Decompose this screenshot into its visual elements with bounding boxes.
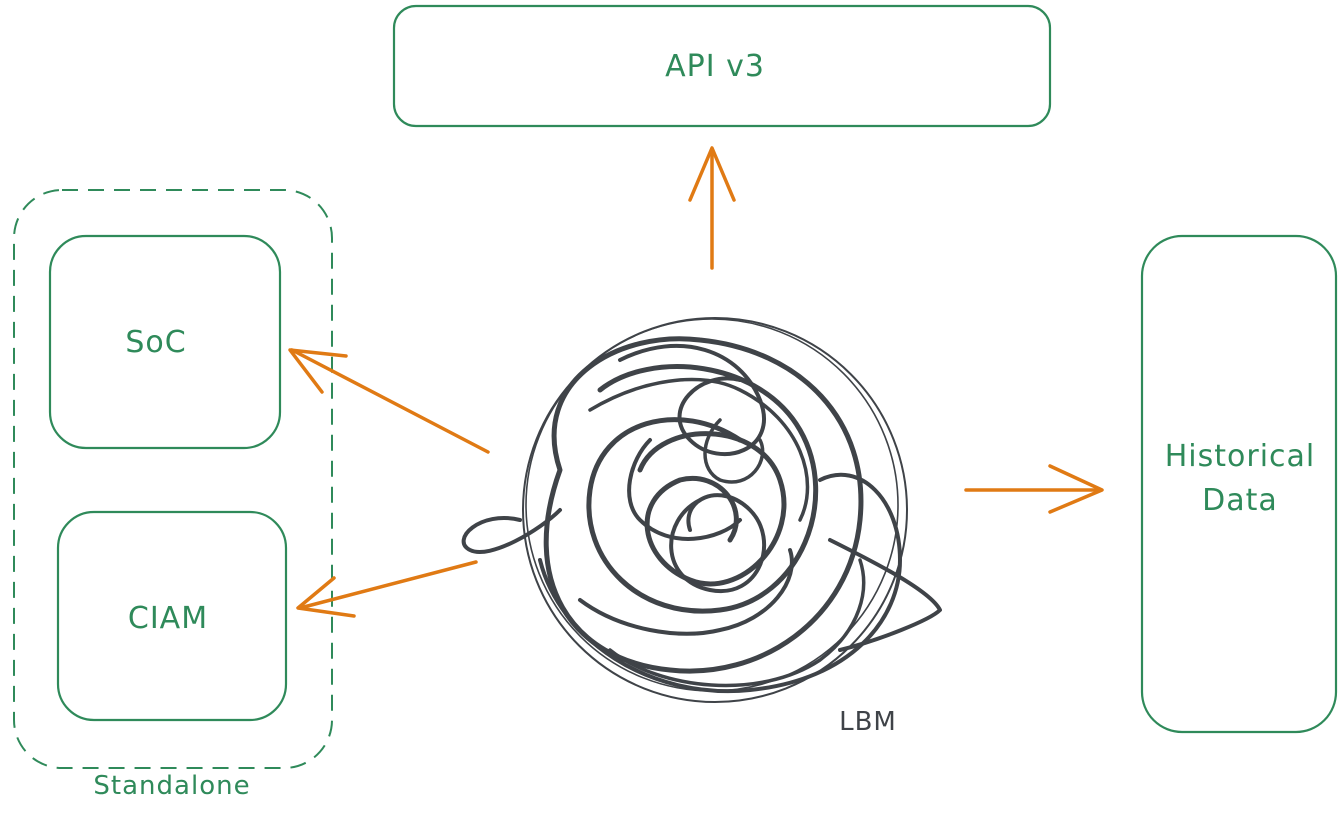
lbm-label: LBM <box>839 707 897 737</box>
api-v3-label: API v3 <box>665 49 765 84</box>
arrow-to-api <box>688 146 736 270</box>
ciam-box <box>56 510 288 722</box>
soc-node: SoC <box>48 234 282 450</box>
standalone-dashed-border <box>13 189 333 769</box>
ciam-label: CIAM <box>128 601 208 636</box>
historical-label-line2: Data <box>1202 483 1278 518</box>
standalone-label: Standalone <box>93 771 250 801</box>
arrow-to-historical <box>964 464 1104 514</box>
historical-data-node: Historical Data <box>1140 234 1338 734</box>
arrows <box>288 146 1104 618</box>
arrow-to-soc <box>288 348 490 454</box>
soc-box <box>48 234 282 450</box>
lbm-scribble-icon <box>461 317 942 703</box>
arrow-to-ciam <box>296 560 478 618</box>
standalone-group: Standalone <box>13 189 333 801</box>
lbm-node: LBM <box>461 317 942 737</box>
historical-data-box <box>1140 234 1338 734</box>
api-v3-box <box>392 4 1052 128</box>
api-v3-node: API v3 <box>392 4 1052 128</box>
ciam-node: CIAM <box>56 510 288 722</box>
soc-label: SoC <box>125 325 186 360</box>
historical-label-line1: Historical <box>1165 439 1316 474</box>
